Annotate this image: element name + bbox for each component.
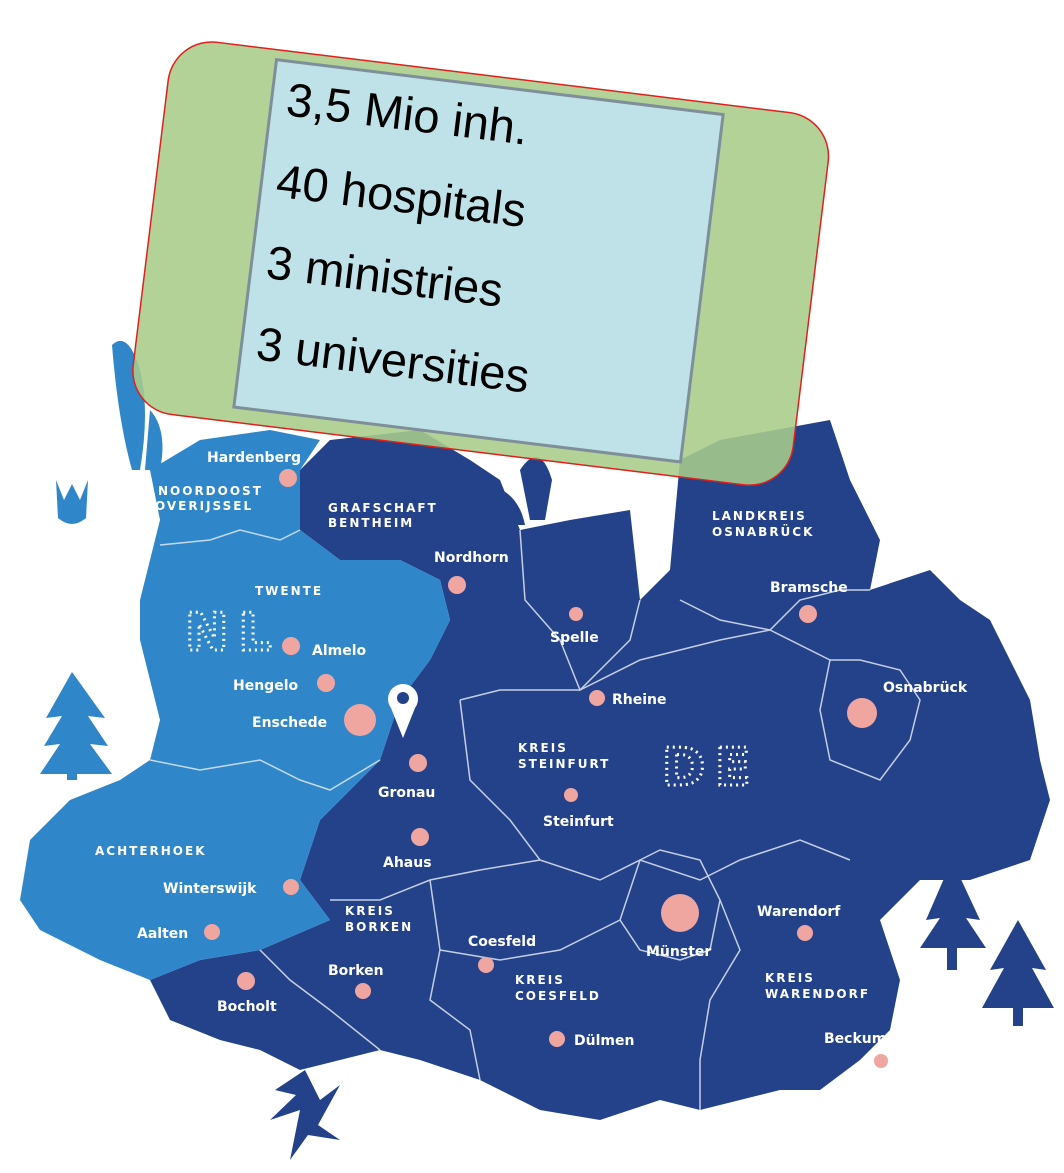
stats-callout: 3,5 Mio inh. 40 hospitals 3 ministries 3… (132, 41, 830, 486)
city-label-nordhorn: Nordhorn (434, 550, 509, 566)
region-label-landkreis-2: OSNABRÜCK (712, 524, 814, 539)
region-label-landkreis-1: LANDKREIS (712, 509, 807, 523)
city-dot-enschede (344, 704, 376, 736)
city-label-osnabrueck: Osnabrück (883, 680, 968, 696)
city-dot-duelmen (549, 1031, 565, 1047)
city-dot-hengelo (317, 674, 335, 692)
city-label-muenster: Münster (646, 944, 711, 960)
city-label-steinfurt: Steinfurt (543, 814, 614, 830)
city-label-winterswijk: Winterswijk (163, 881, 257, 897)
region-label-grafschaft-2: BENTHEIM (328, 516, 414, 530)
region-borders (149, 529, 921, 1110)
city-dot-spelle (569, 607, 583, 621)
region-label-noordoost-2: OVERIJSSEL (155, 499, 253, 513)
city-dot-bocholt (237, 972, 255, 990)
country-label-nl: NL (185, 603, 282, 663)
city-dot-borken (355, 983, 371, 999)
region-label-borken-2: BORKEN (345, 920, 413, 934)
city-dot-gronau (409, 754, 427, 772)
city-dot-beckum (874, 1054, 888, 1068)
tree-icon-right-2 (982, 920, 1054, 1026)
corn-plant-icon-center (502, 457, 552, 525)
city-label-almelo: Almelo (312, 643, 367, 659)
region-label-achterhoek: ACHTERHOEK (95, 844, 207, 858)
region-label-coesfeld-1: KREIS (515, 973, 565, 987)
city-dot-warendorf (797, 925, 813, 941)
city-dot-coesfeld (478, 957, 494, 973)
city-label-spelle: Spelle (550, 630, 599, 646)
country-label-de: DE (662, 738, 761, 798)
city-dot-bramsche (799, 605, 817, 623)
location-pin-icon (388, 684, 419, 738)
city-dot-muenster (661, 894, 699, 932)
city-dot-rheine (589, 690, 605, 706)
region-label-coesfeld-2: COESFELD (515, 989, 601, 1003)
city-label-hengelo: Hengelo (233, 678, 298, 694)
city-label-bramsche: Bramsche (770, 580, 848, 596)
city-dot-hardenberg (279, 469, 297, 487)
city-dot-ahaus (411, 828, 429, 846)
region-label-grafschaft-1: GRAFSCHAFT (328, 501, 438, 515)
city-label-duelmen: Dülmen (574, 1033, 634, 1049)
tree-icon-left (40, 672, 112, 780)
city-dot-winterswijk (283, 879, 299, 895)
region-label-steinfurt-2: STEINFURT (518, 757, 610, 771)
callout-inner-box (232, 57, 725, 464)
city-dot-osnabrueck (847, 698, 877, 728)
tulip-icon (56, 480, 88, 524)
city-label-borken: Borken (328, 963, 384, 979)
region-label-noordoost-1: NOORDOOST (158, 484, 263, 498)
city-label-hardenberg: Hardenberg (207, 450, 301, 466)
city-label-rheine: Rheine (612, 692, 667, 708)
city-label-bocholt: Bocholt (217, 999, 277, 1015)
tree-icon-right-1 (920, 860, 986, 970)
city-dot-almelo (282, 637, 300, 655)
region-label-steinfurt-1: KREIS (518, 741, 568, 755)
city-dots (204, 469, 888, 1068)
tree-icon-bottom (270, 1070, 340, 1160)
city-label-enschede: Enschede (252, 715, 327, 731)
city-label-coesfeld: Coesfeld (468, 934, 536, 950)
city-label-gronau: Gronau (378, 785, 435, 801)
city-label-aalten: Aalten (137, 926, 188, 942)
city-dot-nordhorn (448, 576, 466, 594)
city-label-beckum: Beckum (824, 1031, 886, 1047)
de-territory (150, 420, 1050, 1120)
region-label-borken-1: KREIS (345, 904, 395, 918)
city-dot-steinfurt (564, 788, 578, 802)
region-label-twente: TWENTE (255, 584, 323, 598)
region-label-warendorf-2: WARENDORF (765, 987, 870, 1001)
city-label-warendorf: Warendorf (757, 904, 841, 920)
city-dot-aalten (204, 924, 220, 940)
region-label-warendorf-1: KREIS (765, 971, 815, 985)
nl-territory (20, 430, 450, 980)
city-label-ahaus: Ahaus (383, 855, 432, 871)
